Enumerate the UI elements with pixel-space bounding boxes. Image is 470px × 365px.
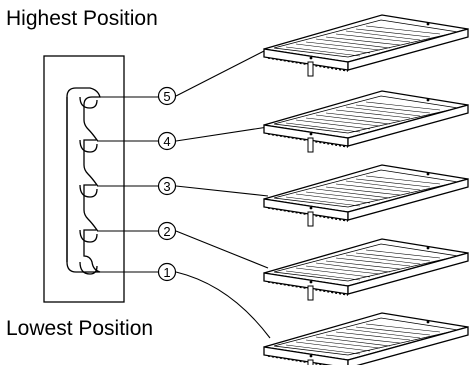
position-marker-5: 5: [157, 86, 177, 106]
svg-text:1: 1: [163, 265, 170, 280]
position-marker-2: 2: [157, 221, 177, 241]
rack-position-5: [263, 14, 469, 77]
position-marker-1: 1: [157, 262, 177, 282]
rack-position-3: [263, 164, 469, 227]
highest-position-label: Highest Position: [6, 7, 158, 30]
position-chart-panel: [43, 55, 125, 303]
svg-text:3: 3: [163, 179, 170, 194]
svg-text:4: 4: [163, 134, 170, 149]
rack-position-2: [263, 238, 469, 301]
rack-position-4: [263, 90, 469, 153]
rail-profile: [66, 87, 101, 273]
svg-text:2: 2: [163, 224, 170, 239]
lowest-position-label: Lowest Position: [6, 317, 154, 340]
rack-position-1: [263, 312, 469, 365]
position-marker-3: 3: [157, 176, 177, 196]
position-marker-4: 4: [157, 131, 177, 151]
svg-text:5: 5: [163, 89, 170, 104]
